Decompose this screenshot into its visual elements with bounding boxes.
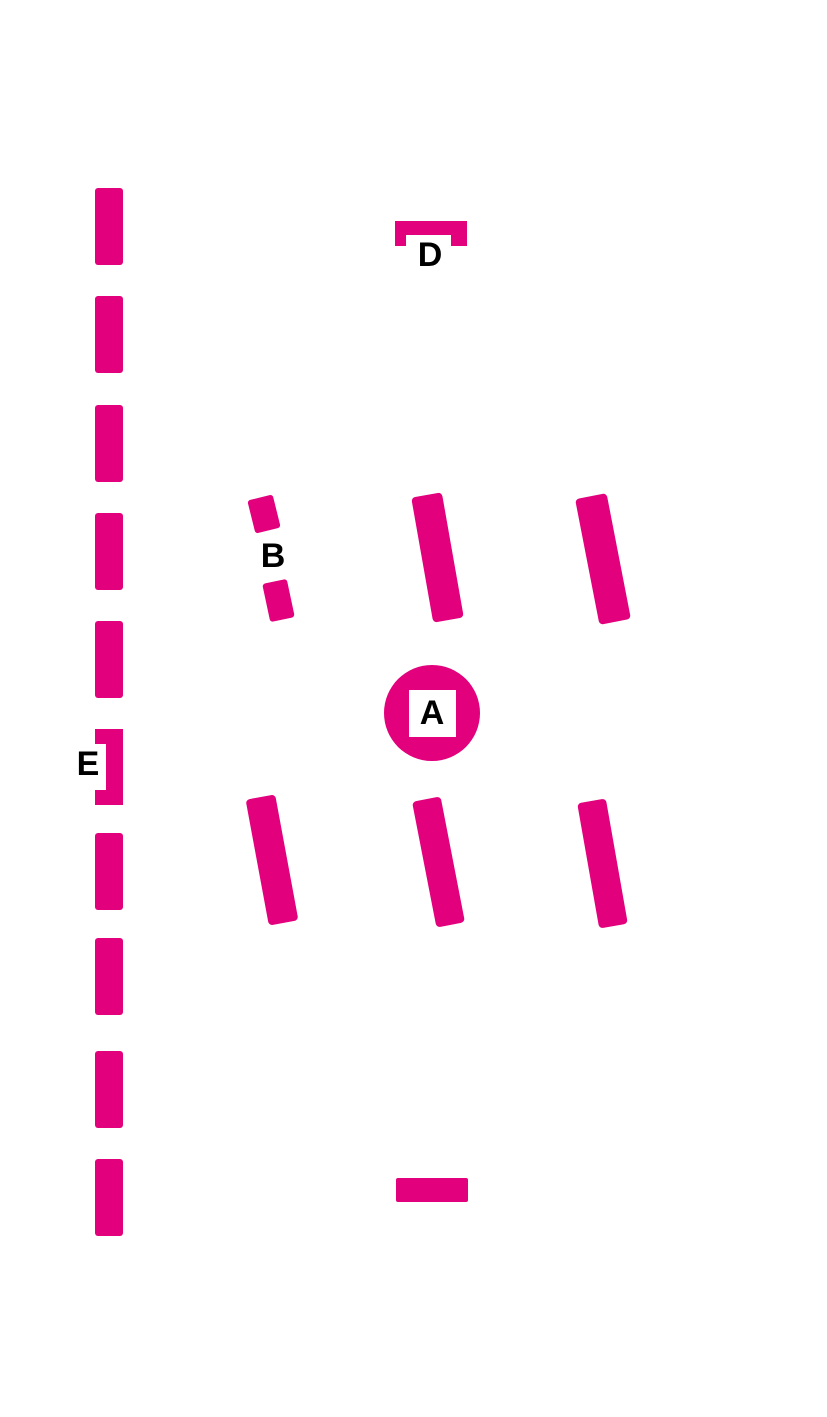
bottom-bar-marker [396,1178,468,1202]
dash-segment [95,833,123,910]
circle-marker-a: A [384,665,480,761]
angled-bar [575,493,631,625]
dash-segment [95,296,123,373]
bracket-d-left-leg [395,235,406,246]
dash-segment [95,1159,123,1236]
bracket-d-right-leg [451,235,467,246]
dash-segment [95,1051,123,1128]
angled-bar [410,491,464,623]
bracket-e-right-bar [106,729,123,805]
dash-segment [95,513,123,590]
bracket-d-top-bar [395,221,467,235]
dash-segment [95,188,123,265]
b-marker-segment [247,494,281,534]
bracket-d-marker [395,221,467,246]
angled-bar [245,794,299,926]
label-b: B [260,537,286,575]
b-marker-segment [261,578,295,622]
angled-bar [576,797,628,929]
bracket-e-marker [95,729,123,805]
label-e: E [76,745,100,783]
dash-segment [95,405,123,482]
angled-bar [411,796,465,928]
label-box-a: A [408,689,456,737]
bracket-e-bottom-arm [95,790,123,805]
dash-segment [95,938,123,1015]
dash-segment [95,621,123,698]
label-a: A [419,694,445,732]
label-d: D [417,236,443,274]
